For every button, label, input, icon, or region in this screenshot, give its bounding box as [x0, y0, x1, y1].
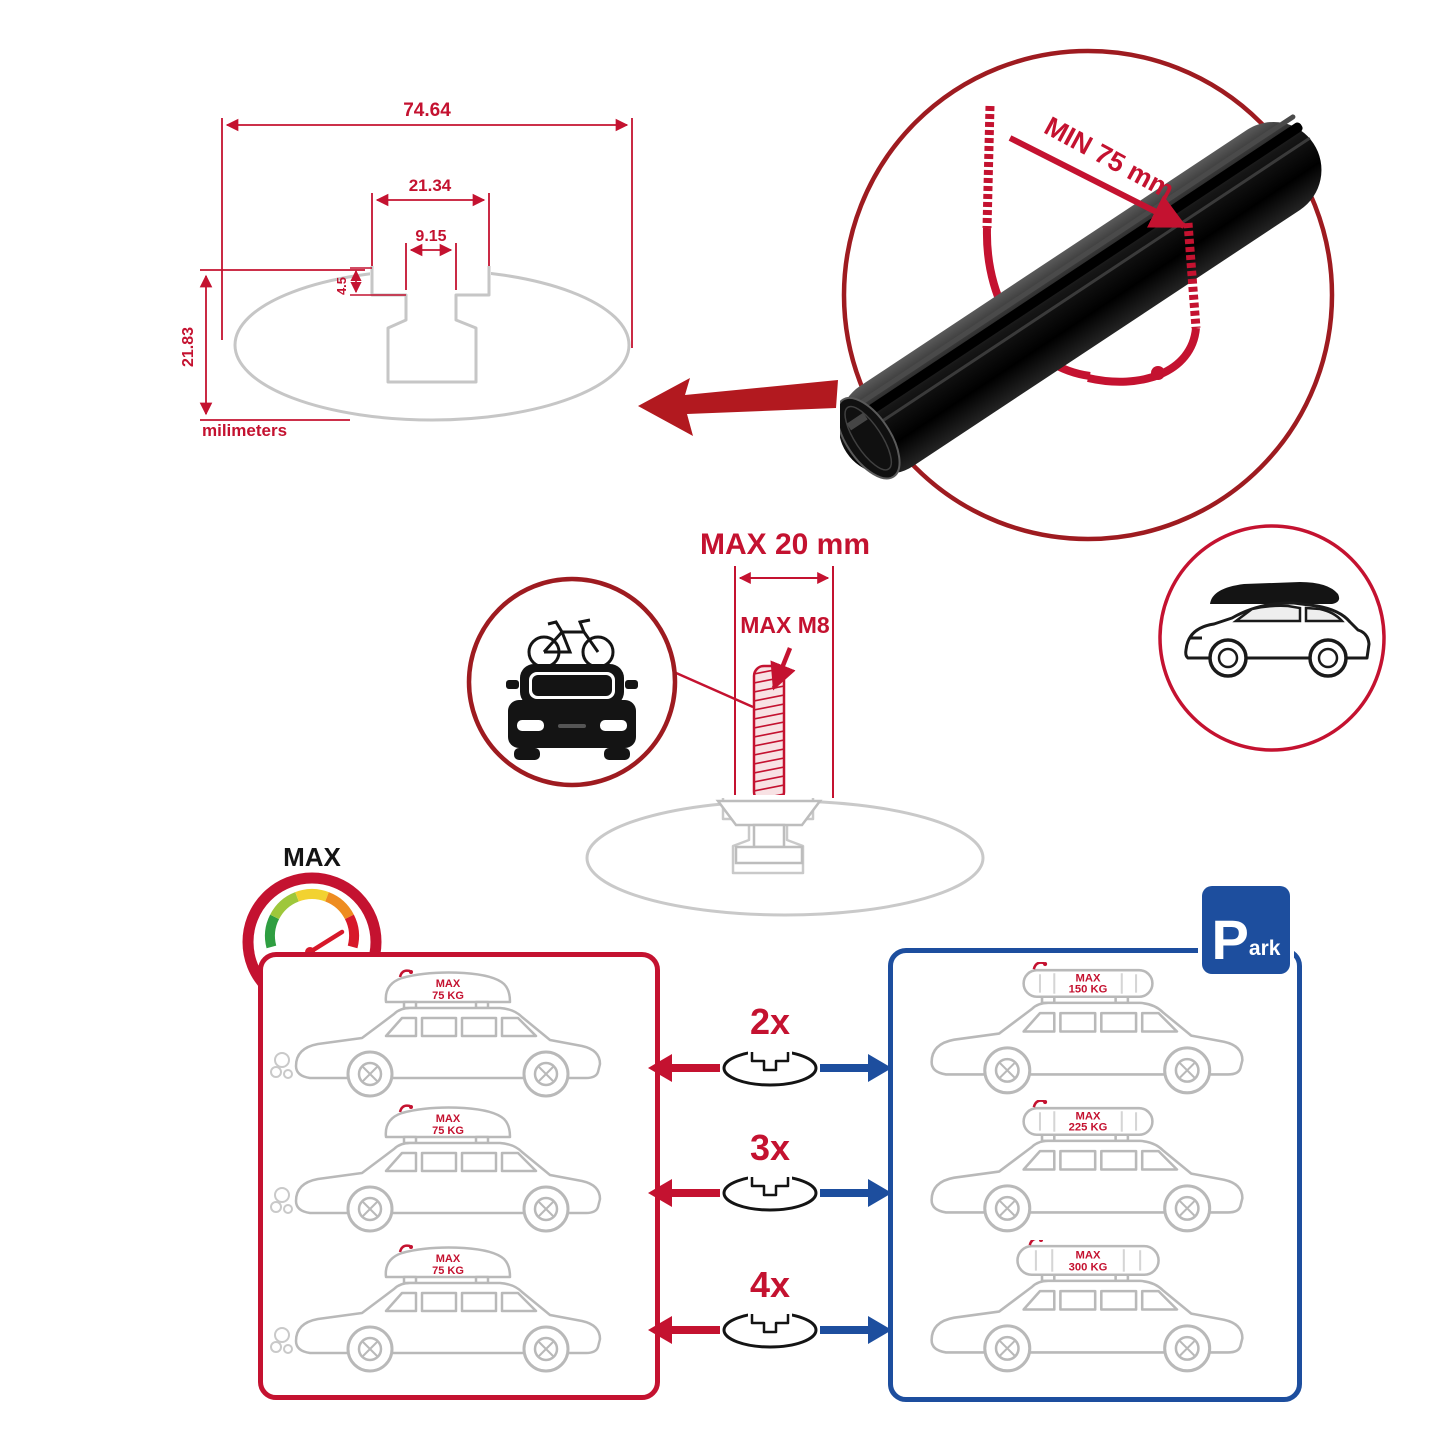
bike-car-circle — [466, 576, 678, 788]
exhaust-puffs — [270, 1327, 293, 1354]
dim-step — [350, 267, 406, 296]
load-max-label: MAX — [1076, 1249, 1101, 1261]
multiplier-label: 2x — [750, 1001, 790, 1042]
arrow-left-icon — [648, 1316, 720, 1344]
load-max-label: MAX — [436, 978, 461, 990]
load-weight-label: 225 KG — [1069, 1122, 1108, 1134]
tbolt-flange — [715, 799, 823, 827]
dim-total-width — [221, 118, 633, 348]
speedometer-needle — [307, 929, 345, 955]
strap-hook-icon — [1032, 1100, 1045, 1108]
strap-hook-icon — [1032, 962, 1045, 970]
multiplier-rows: 2x 3x 4x — [648, 1001, 892, 1349]
dim-inner-slot — [405, 243, 457, 290]
parked-car-3: MAX 300 KG — [930, 1240, 1244, 1373]
dim-outer-slot-label: 21.34 — [409, 176, 452, 195]
bolt-max-thread-label: MAX M8 — [740, 612, 830, 638]
bolt-max-length-label: MAX 20 mm — [699, 528, 871, 561]
exhaust-puffs — [270, 1187, 293, 1214]
load-max-label: MAX — [436, 1113, 461, 1125]
tbolt-head — [734, 845, 804, 865]
dim-height — [199, 269, 365, 421]
strap-hook-icon — [398, 969, 411, 978]
tbolt-stem — [752, 823, 786, 849]
arrow-right-icon — [820, 1179, 892, 1207]
car-front-icon — [506, 664, 638, 760]
suv-with-roofbox-icon — [1184, 582, 1371, 678]
exhaust-puffs — [270, 1052, 293, 1079]
park-sign-letter: P — [1211, 907, 1249, 971]
callout-arrow-left-icon — [638, 378, 838, 436]
load-weight-label: 75 KG — [432, 1265, 464, 1277]
multiplier-label: 3x — [750, 1127, 790, 1168]
bike-icon — [527, 618, 615, 669]
arrow-left-icon — [648, 1179, 720, 1207]
wheels — [983, 1324, 1212, 1373]
bolt-extension-lines — [734, 566, 834, 798]
roof-bag-icon — [384, 1246, 512, 1279]
roof-box-icon — [1022, 1106, 1154, 1137]
multiplier-row-2x: 2x — [648, 1001, 892, 1087]
roof-box-icon — [1022, 968, 1154, 999]
driving-car-2: MAX 75 KG — [270, 1104, 602, 1233]
bar-end-cap — [840, 396, 901, 480]
parked-car-1: MAX 150 KG — [930, 962, 1244, 1095]
crossbar-dimension-drawing: 74.64 21.34 9.15 4.5 21.83 milimeter — [180, 100, 633, 440]
arrow-left-icon — [648, 1054, 720, 1082]
load-weight-label: 300 KG — [1069, 1262, 1108, 1274]
dim-total-width-label: 74.64 — [403, 100, 451, 121]
roof-bag-icon — [384, 1106, 512, 1139]
strap-hook-icon — [398, 1244, 411, 1253]
multiplier-row-3x: 3x — [648, 1127, 892, 1212]
load-max-label: MAX — [1076, 1110, 1101, 1122]
load-weight-label: 75 KG — [432, 990, 464, 1002]
speedometer-gauge — [264, 889, 360, 949]
parked-car-2: MAX 225 KG — [930, 1100, 1244, 1233]
load-max-label: MAX — [436, 1253, 461, 1265]
crossbar-detail-circle: MIN 75 mm — [840, 48, 1335, 542]
strap-hook-icon — [1028, 1240, 1040, 1246]
crossbar-render — [840, 114, 1322, 480]
load-weight-label: 150 KG — [1069, 984, 1108, 996]
roofbox-car-circle — [1158, 524, 1386, 752]
strap-hook-icon — [398, 1104, 411, 1113]
profile-with-tbolt-drawing — [585, 795, 985, 917]
dim-outer-slot — [371, 193, 490, 266]
arrow-right-icon — [820, 1054, 892, 1082]
wheels — [983, 1046, 1212, 1095]
bolt-pointer-arrow — [770, 647, 796, 691]
park-sign: P ark — [1202, 886, 1290, 974]
t-slot-channel — [370, 266, 491, 384]
roof-bag-icon — [384, 971, 512, 1004]
driving-car-3: MAX 75 KG — [270, 1244, 602, 1373]
dim-height-label: 21.83 — [180, 327, 197, 367]
dim-inner-slot-label: 9.15 — [415, 228, 446, 245]
multiplier-label: 4x — [750, 1264, 790, 1305]
driving-car-1: MAX 75 KG — [270, 969, 602, 1098]
wheels — [346, 1185, 570, 1233]
load-max-label: MAX — [1076, 972, 1101, 984]
roofbox-icon — [1210, 582, 1340, 604]
multiplier-row-4x: 4x — [648, 1264, 892, 1349]
wheels — [983, 1184, 1212, 1233]
park-sign-rest: ark — [1248, 937, 1281, 960]
load-weight-label: 75 KG — [432, 1125, 464, 1137]
wheels — [346, 1325, 570, 1373]
speed-max-title: MAX — [283, 842, 341, 872]
units-label: milimeters — [202, 421, 287, 440]
wheels — [346, 1050, 570, 1098]
arrow-right-icon — [820, 1316, 892, 1344]
bolt-dimension-drawing — [734, 566, 834, 802]
hook-pivot-dot — [1151, 366, 1165, 380]
min-span-arrow — [1008, 135, 1188, 229]
dim-step-label: 4.5 — [334, 277, 349, 295]
